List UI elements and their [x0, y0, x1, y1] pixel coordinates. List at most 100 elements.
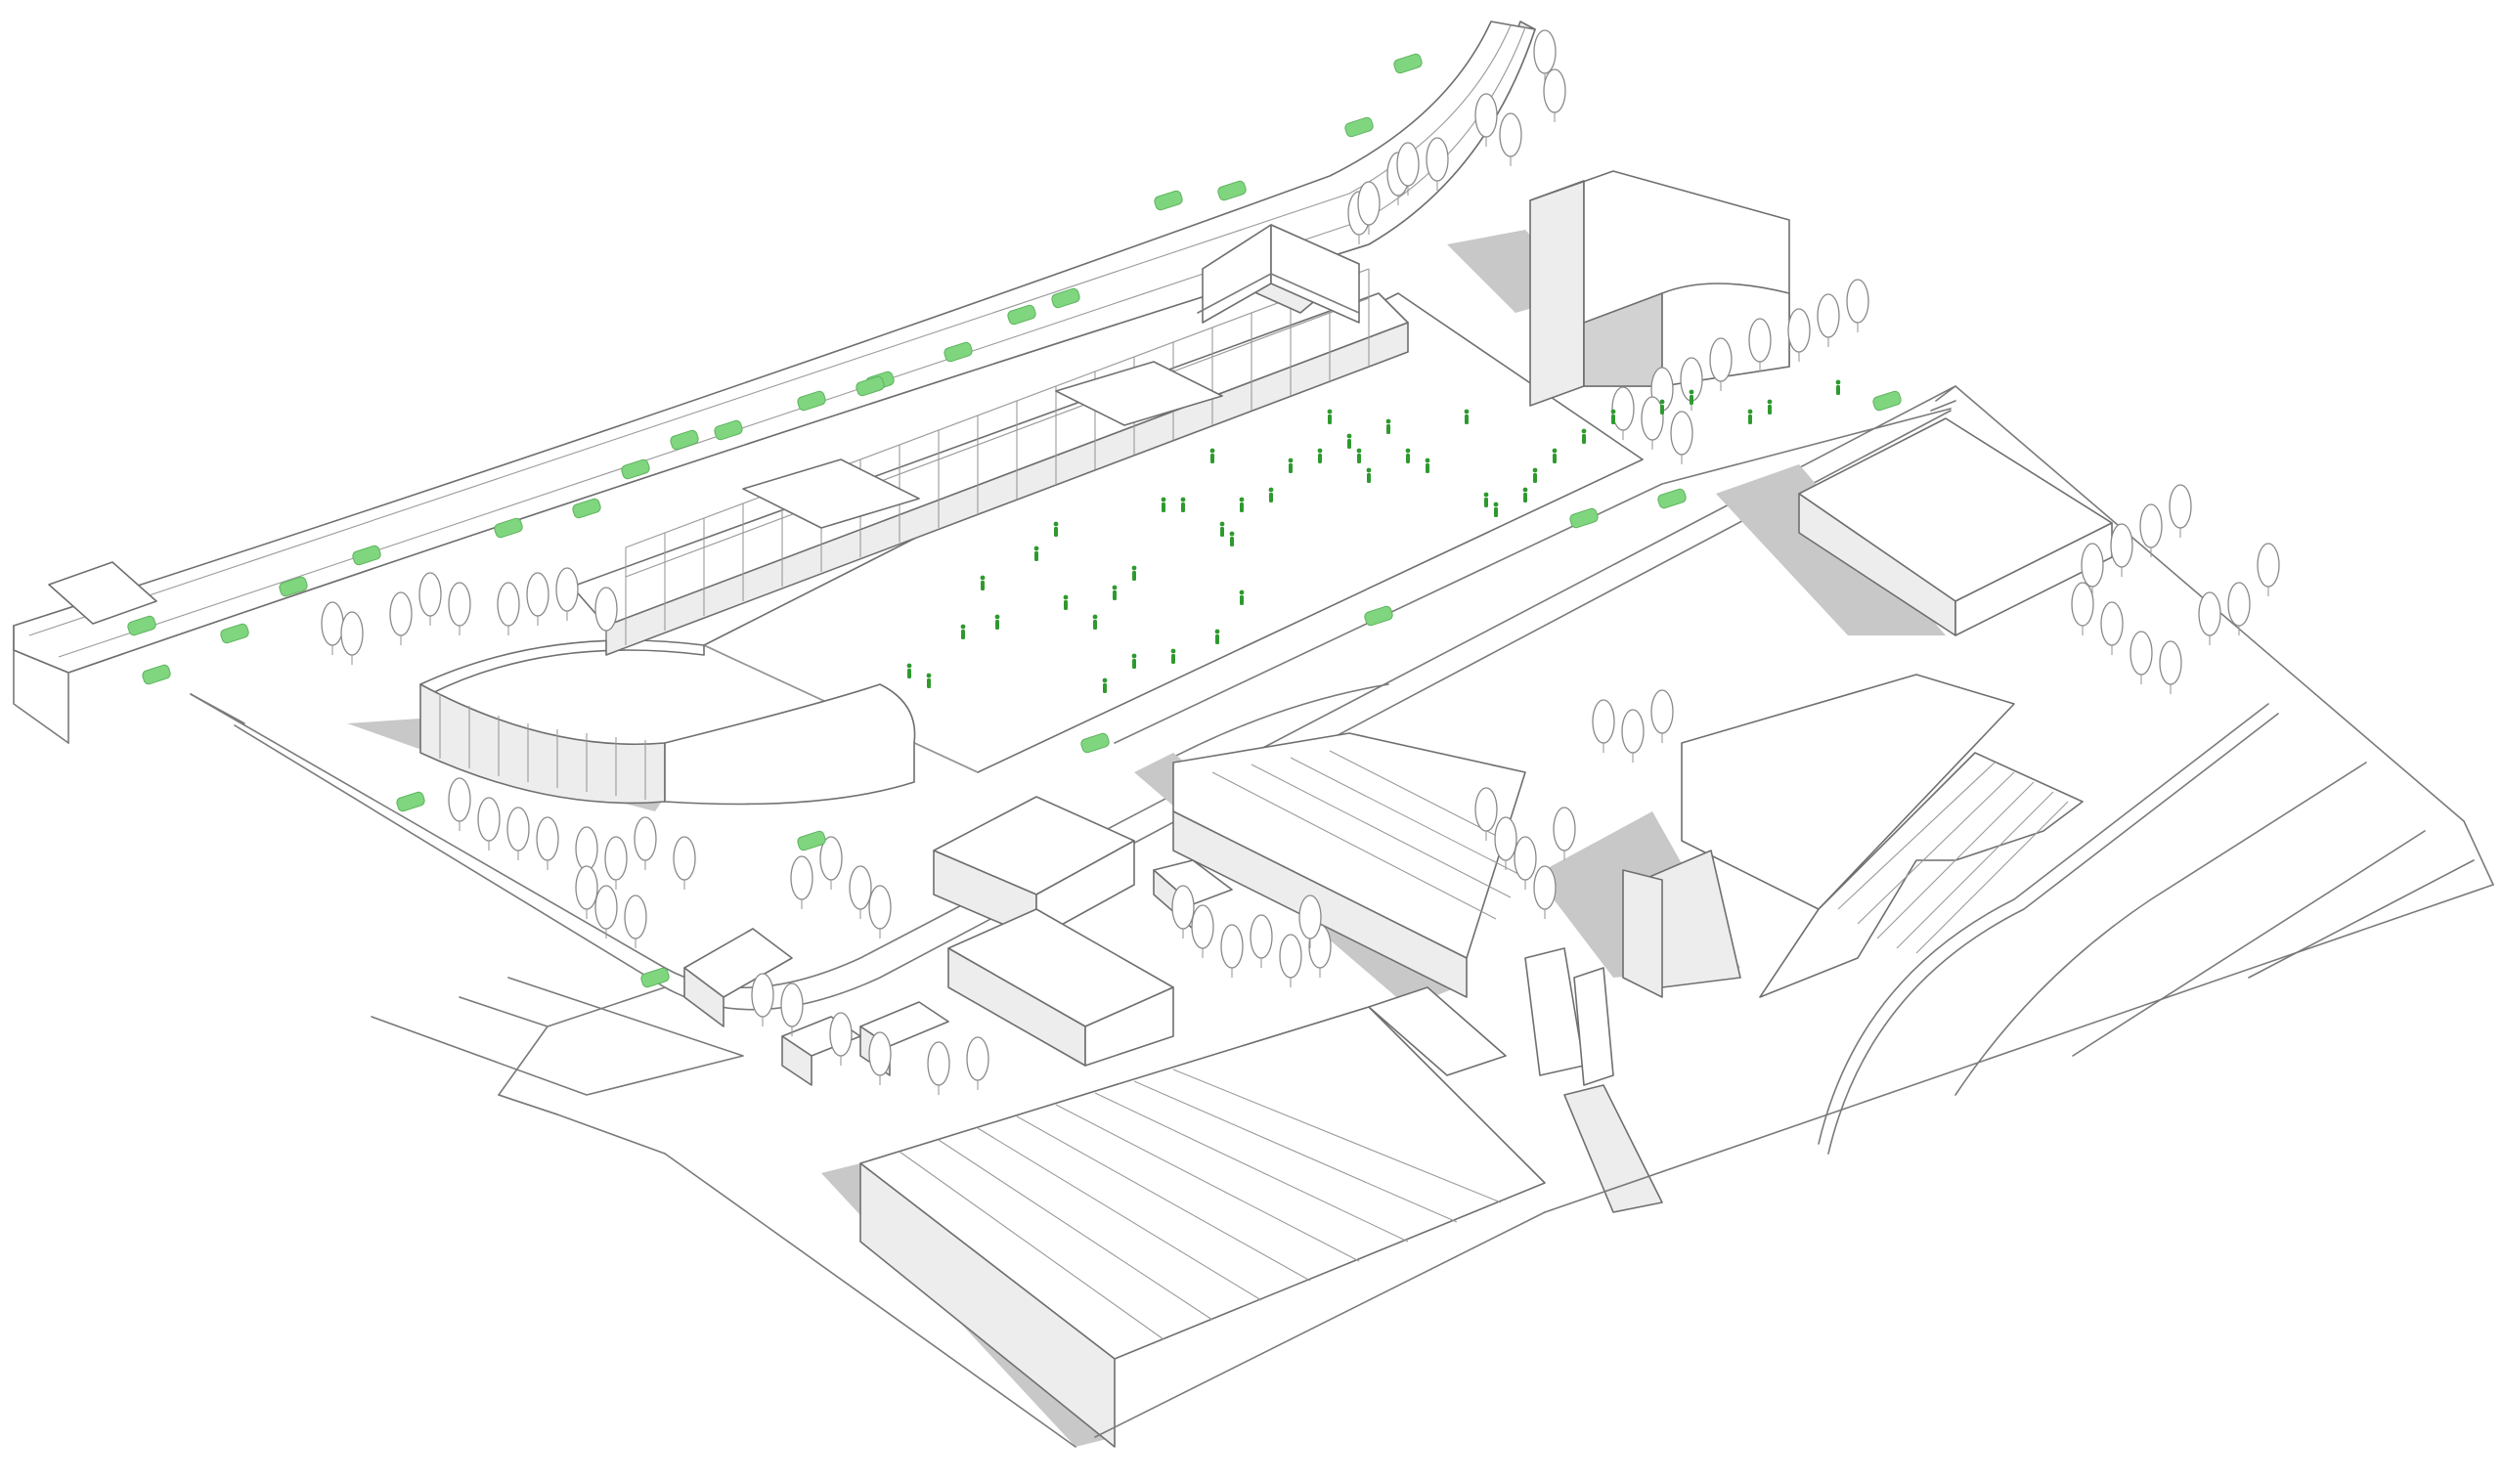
person-icon [1053, 521, 1059, 537]
greenhouse [821, 986, 1546, 1448]
car-icon [127, 615, 156, 636]
people [906, 379, 1841, 693]
tree-icon [555, 567, 579, 621]
tree-icon [594, 885, 618, 938]
person-icon [1180, 497, 1186, 512]
person-icon [1033, 546, 1039, 561]
tree-icon [1650, 689, 1674, 743]
person-icon [1581, 428, 1587, 444]
tree-icon [1533, 29, 1557, 83]
car-icon [1007, 304, 1036, 326]
car-icon [944, 341, 973, 363]
elevated-highway [13, 21, 1536, 744]
tree-icon [2159, 640, 2182, 694]
tree-icon [1279, 934, 1302, 987]
person-icon [1239, 497, 1245, 512]
car-icon [856, 375, 885, 397]
person-icon [1532, 467, 1538, 483]
person-icon [1405, 448, 1411, 463]
tree-icon [1641, 396, 1664, 450]
pergola-structure [571, 224, 1409, 656]
tree-icon [1592, 699, 1615, 753]
tree-icon [340, 611, 364, 665]
tree-icon [1787, 308, 1811, 362]
tree-icon [604, 836, 628, 890]
tree-icon [1670, 411, 1693, 464]
tree-icon [2169, 484, 2192, 538]
tree-icon [448, 777, 471, 831]
tree-icon [1494, 816, 1517, 870]
tree-icon [321, 601, 344, 655]
person-icon [1522, 487, 1528, 502]
person-icon [1659, 399, 1665, 415]
person-icon [1161, 497, 1166, 512]
person-icon [1689, 389, 1694, 405]
tree-icon [526, 572, 549, 626]
person-icon [1366, 467, 1372, 483]
person-icon [960, 624, 966, 639]
person-icon [1610, 409, 1616, 424]
person-icon [1219, 521, 1225, 537]
tree-icon [624, 895, 647, 948]
tree-icon [1553, 807, 1576, 860]
tree-icon [790, 855, 813, 909]
tree-icon [536, 816, 559, 870]
person-icon [1063, 594, 1069, 610]
car-icon [1217, 180, 1247, 201]
car-icon [1393, 53, 1423, 74]
car-icon [1657, 488, 1687, 509]
car-icon [220, 623, 249, 644]
person-icon [1229, 531, 1235, 546]
tree-icon [1621, 709, 1645, 763]
person-icon [1102, 677, 1108, 693]
tree-icon [418, 572, 442, 626]
tree-icon [1611, 386, 1635, 440]
person-icon [1425, 458, 1430, 473]
car-icon [572, 498, 601, 519]
tree-icon [1514, 836, 1537, 890]
person-icon [1170, 648, 1176, 664]
car-icon [670, 429, 699, 451]
tree-icon [506, 807, 530, 860]
car-icon [352, 545, 381, 566]
person-icon [1092, 614, 1098, 630]
tree-icon [1533, 865, 1557, 919]
person-icon [1131, 565, 1137, 581]
tree-icon [1709, 337, 1733, 391]
person-icon [1131, 653, 1137, 669]
car-icon [1051, 287, 1080, 309]
person-icon [1767, 399, 1773, 415]
person-icon [980, 575, 986, 590]
right-block [1716, 417, 2113, 636]
car-icon [1080, 732, 1110, 754]
tree-icon [1474, 787, 1498, 841]
tree-icon [868, 1031, 892, 1085]
person-icon [906, 663, 912, 678]
person-icon [1112, 585, 1118, 600]
tree-icon [966, 1036, 989, 1090]
person-icon [1209, 448, 1215, 463]
car-icon [494, 517, 523, 539]
car-icon [1364, 605, 1393, 627]
person-icon [926, 673, 932, 688]
tree-icon [1357, 181, 1381, 235]
tree-icon [389, 591, 413, 645]
person-icon [994, 614, 1000, 630]
tree-icon [1220, 924, 1244, 978]
tree-icon [2130, 631, 2153, 684]
tree-icon [2100, 601, 2124, 655]
car-icon [1154, 190, 1183, 211]
person-icon [1214, 629, 1220, 644]
person-icon [1239, 589, 1245, 605]
car-icon [396, 791, 425, 812]
tree-icon [2198, 591, 2221, 645]
tree-icon [2110, 523, 2133, 577]
sawtooth-warehouse [1134, 732, 1526, 1007]
curved-building [347, 639, 916, 811]
tree-icon [1543, 68, 1566, 122]
person-icon [1327, 409, 1333, 424]
person-icon [1385, 418, 1391, 434]
terrain-lines [664, 385, 2494, 1448]
